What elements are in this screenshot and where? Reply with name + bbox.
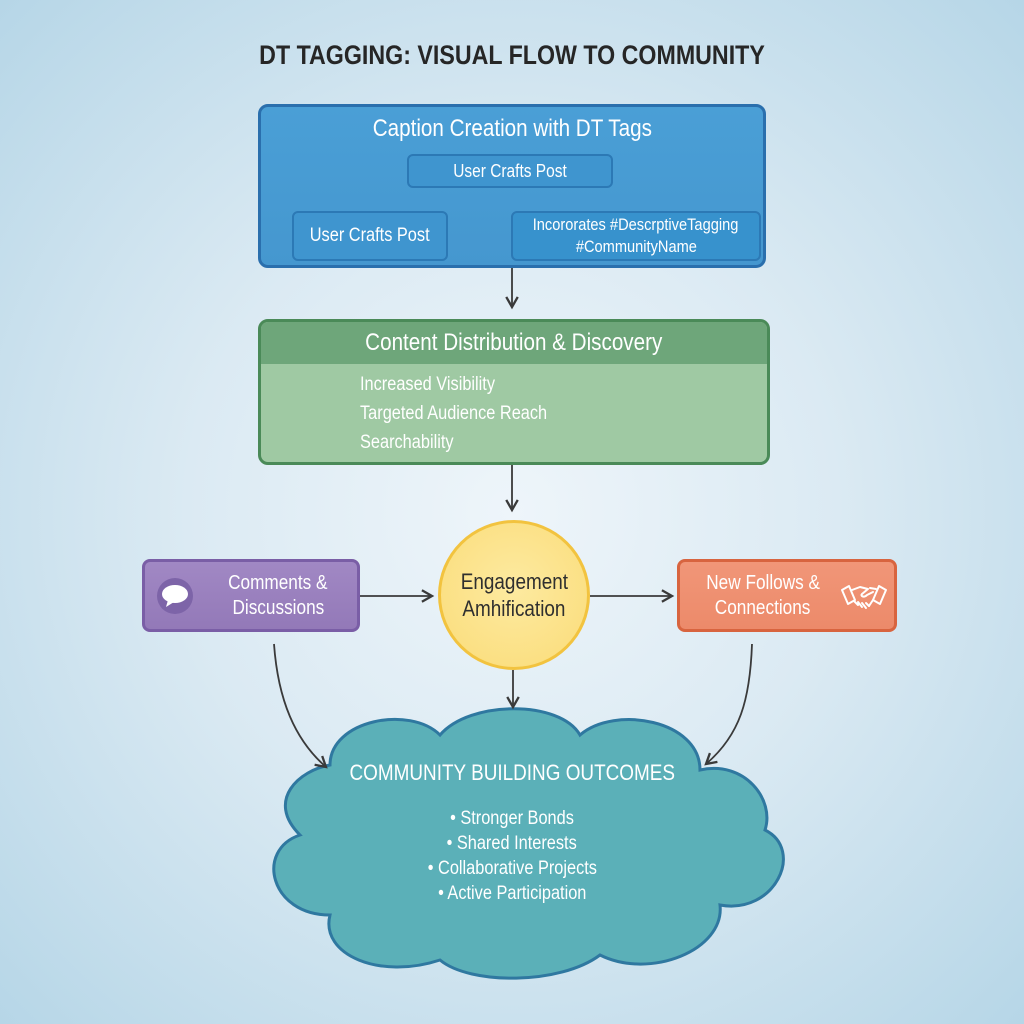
arrow-follows-to-outcomes [704, 643, 753, 766]
incorporates-tags-node: Incororates #DescrptiveTagging #Communit… [511, 211, 761, 261]
engagement-amplification-node: Engagement Amhification [438, 520, 590, 670]
follows-connections-box: New Follows & Connections [677, 559, 897, 632]
speech-bubble-icon [157, 578, 193, 614]
outcomes-cloud [272, 707, 785, 980]
outcome-item: • Shared Interests [446, 833, 578, 854]
outcome-item: • Active Participation [437, 883, 587, 904]
caption-creation-box: Caption Creation with DT Tags User Craft… [258, 104, 766, 268]
comments-label: Comments & Discussions [228, 572, 328, 619]
follows-label: New Follows & Connections [706, 572, 820, 619]
user-crafts-post-left-node: User Crafts Post [292, 211, 448, 261]
user-crafts-post-top-node: User Crafts Post [407, 154, 613, 188]
outcome-item: • Stronger Bonds [450, 808, 574, 829]
distribution-item: Targeted Audience Reach [360, 403, 548, 424]
distribution-box: Content Distribution & Discovery Increas… [258, 319, 770, 465]
outcome-item: • Collaborative Projects [427, 858, 597, 879]
incorporates-tags-line1: Incororates #DescrptiveTagging [533, 215, 739, 234]
caption-creation-title: Caption Creation with DT Tags [372, 115, 652, 142]
distribution-item: Searchability [360, 432, 454, 453]
comments-discussions-box: Comments & Discussions [142, 559, 360, 632]
page-title: DT TAGGING: VISUAL FLOW TO COMMUNITY [259, 40, 765, 70]
incorporates-tags-line2: #CommunityName [575, 237, 697, 256]
outcomes-title: COMMUNITY BUILDING OUTCOMES [349, 760, 675, 785]
distribution-item: Increased Visibility [360, 374, 496, 395]
arrow-comments-to-outcomes [273, 643, 328, 769]
distribution-title: Content Distribution & Discovery [261, 322, 767, 364]
handshake-icon [841, 585, 887, 609]
